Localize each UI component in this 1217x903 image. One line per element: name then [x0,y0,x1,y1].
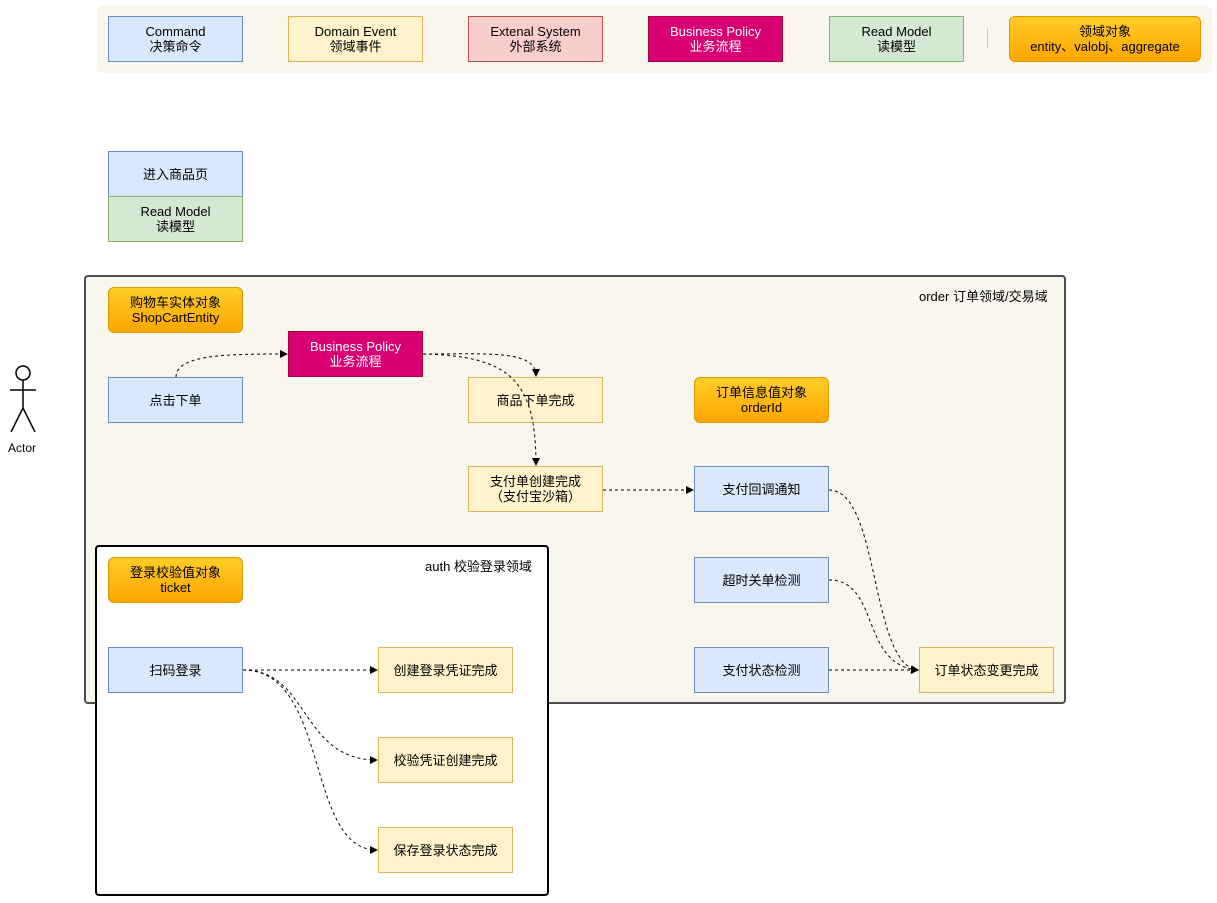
legend-separator [987,28,988,48]
legend-domain-object-subtitle: entity、valobj、aggregate [1030,39,1180,54]
order-status-changed-label: 订单状态变更完成 [934,662,1039,678]
legend-domain-event-title: Domain Event [314,24,397,39]
enter-product-page-command: 进入商品页 [108,151,243,197]
legend-external-system: Extenal System 外部系统 [468,16,603,62]
product-page-read-model-subtitle: 读模型 [155,219,195,234]
shop-cart-entity-subtitle: ShopCartEntity [131,310,220,325]
timeout-close-command: 超时关单检测 [694,557,829,603]
pay-status-check-command: 支付状态检测 [694,647,829,693]
click-order-label: 点击下单 [149,392,202,408]
order-domain-title: order 订单领域/交易域 [919,289,1048,304]
pay-callback-label: 支付回调通知 [722,481,801,497]
legend-read-model-title: Read Model [861,24,932,39]
enter-product-page-label: 进入商品页 [142,166,208,182]
credential-created-event: 创建登录凭证完成 [378,647,513,693]
order-info-value-object-subtitle: orderId [740,400,783,415]
order-business-policy: Business Policy 业务流程 [288,331,423,377]
pay-order-created-subtitle: （支付宝沙箱） [489,489,581,504]
legend-domain-event: Domain Event 领域事件 [288,16,423,62]
legend-external-system-title: Extenal System [490,24,581,39]
login-state-saved-label: 保存登录状态完成 [393,842,498,858]
legend-business-policy: Business Policy 业务流程 [648,16,783,62]
shop-cart-entity-title: 购物车实体对象 [129,295,221,310]
pay-callback-command: 支付回调通知 [694,466,829,512]
order-info-value-object-title: 订单信息值对象 [715,385,807,400]
legend-external-system-subtitle: 外部系统 [509,39,562,54]
login-ticket-value-object: 登录校验值对象 ticket [108,557,243,603]
scan-login-label: 扫码登录 [149,662,202,678]
legend-business-policy-subtitle: 业务流程 [689,39,742,54]
order-info-value-object: 订单信息值对象 orderId [694,377,829,423]
legend-command-subtitle: 决策命令 [149,39,202,54]
timeout-close-label: 超时关单检测 [722,572,801,588]
legend-command: Command 决策命令 [108,16,243,62]
order-business-policy-title: Business Policy [309,339,402,354]
pay-order-created-title: 支付单创建完成 [489,474,581,489]
login-ticket-subtitle: ticket [160,580,191,595]
legend-domain-event-subtitle: 领域事件 [329,39,382,54]
product-page-read-model: Read Model 读模型 [108,196,243,242]
legend-command-title: Command [145,24,206,39]
order-business-policy-subtitle: 业务流程 [329,354,382,369]
actor-label: Actor [8,441,37,455]
order-done-event: 商品下单完成 [468,377,603,423]
auth-domain-title: auth 校验登录领域 [425,559,532,574]
order-status-changed-event: 订单状态变更完成 [919,647,1054,693]
actor-icon [10,365,36,433]
legend-domain-object-title: 领域对象 [1078,24,1131,39]
legend-read-model: Read Model 读模型 [829,16,964,62]
shop-cart-entity-object: 购物车实体对象 ShopCartEntity [108,287,243,333]
legend-read-model-subtitle: 读模型 [876,39,916,54]
login-state-saved-event: 保存登录状态完成 [378,827,513,873]
pay-status-check-label: 支付状态检测 [722,662,801,678]
credential-verified-label: 校验凭证创建完成 [393,752,498,768]
credential-verified-event: 校验凭证创建完成 [378,737,513,783]
click-order-command: 点击下单 [108,377,243,423]
legend-domain-object: 领域对象 entity、valobj、aggregate [1009,16,1201,62]
scan-login-command: 扫码登录 [108,647,243,693]
login-ticket-title: 登录校验值对象 [129,565,221,580]
order-done-label: 商品下单完成 [496,392,575,408]
pay-order-created-event: 支付单创建完成 （支付宝沙箱） [468,466,603,512]
credential-created-label: 创建登录凭证完成 [393,662,498,678]
product-page-read-model-title: Read Model [140,204,211,219]
legend-business-policy-title: Business Policy [669,24,762,39]
